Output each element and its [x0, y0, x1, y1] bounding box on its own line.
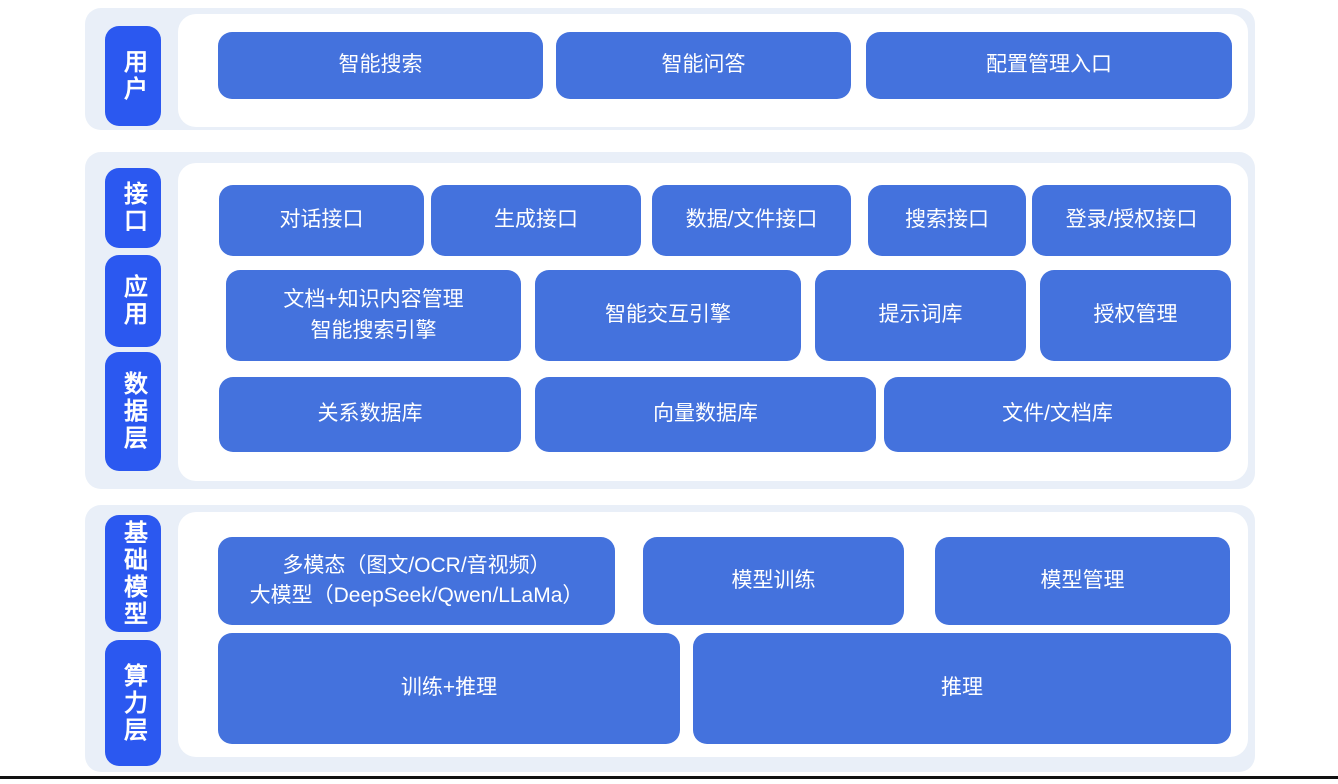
data-row: 关系数据库 向量数据库 文件/文档库 — [219, 377, 1231, 452]
node-data-file-interface: 数据/文件接口 — [652, 185, 851, 256]
section-user-layer: 用户 智能搜索 智能问答 配置管理入口 — [85, 8, 1255, 130]
layer-label-data: 数据层 — [105, 352, 161, 471]
layer-label-base-model: 基础模型 — [105, 515, 161, 632]
middle-layers-panel: 对话接口 生成接口 数据/文件接口 搜索接口 登录/授权接口 文档+知识内容管理… — [178, 163, 1248, 481]
node-doc-knowledge-search-engine: 文档+知识内容管理 智能搜索引擎 — [226, 270, 521, 361]
node-inference: 推理 — [693, 633, 1231, 744]
node-multimodal-large-model: 多模态（图文/OCR/音视频） 大模型（DeepSeek/Qwen/LLaMa） — [218, 537, 615, 625]
node-generation-interface: 生成接口 — [431, 185, 641, 256]
interface-row: 对话接口 生成接口 数据/文件接口 搜索接口 登录/授权接口 — [219, 185, 1231, 256]
node-smart-search: 智能搜索 — [218, 32, 543, 99]
node-prompt-library: 提示词库 — [815, 270, 1026, 361]
section-bottom-layers: 基础模型 算力层 多模态（图文/OCR/音视频） 大模型（DeepSeek/Qw… — [85, 505, 1255, 772]
section-middle-layers: 接口 应用 数据层 对话接口 生成接口 数据/文件接口 搜索接口 登录/授权接口… — [85, 152, 1255, 489]
layer-label-interface: 接口 — [105, 168, 161, 248]
node-vector-database: 向量数据库 — [535, 377, 876, 452]
node-authorization-management: 授权管理 — [1040, 270, 1231, 361]
base-model-row: 多模态（图文/OCR/音视频） 大模型（DeepSeek/Qwen/LLaMa）… — [218, 537, 1230, 625]
node-dialog-interface: 对话接口 — [219, 185, 424, 256]
user-layer-panel: 智能搜索 智能问答 配置管理入口 — [178, 14, 1248, 127]
application-row: 文档+知识内容管理 智能搜索引擎 智能交互引擎 提示词库 授权管理 — [226, 270, 1231, 361]
node-training-plus-inference: 训练+推理 — [218, 633, 680, 744]
node-model-management: 模型管理 — [935, 537, 1230, 625]
node-file-document-library: 文件/文档库 — [884, 377, 1231, 452]
layer-label-compute: 算力层 — [105, 640, 161, 766]
node-login-auth-interface: 登录/授权接口 — [1032, 185, 1231, 256]
node-relational-database: 关系数据库 — [219, 377, 521, 452]
bottom-layers-panel: 多模态（图文/OCR/音视频） 大模型（DeepSeek/Qwen/LLaMa）… — [178, 512, 1248, 757]
layer-label-application: 应用 — [105, 255, 161, 347]
node-model-training: 模型训练 — [643, 537, 904, 625]
node-smart-interaction-engine: 智能交互引擎 — [535, 270, 801, 361]
node-config-management-entry: 配置管理入口 — [866, 32, 1232, 99]
node-search-interface: 搜索接口 — [868, 185, 1026, 256]
layer-label-user: 用户 — [105, 26, 161, 126]
user-layer-row: 智能搜索 智能问答 配置管理入口 — [218, 32, 1232, 99]
compute-row: 训练+推理 推理 — [218, 633, 1231, 744]
node-smart-qa: 智能问答 — [556, 32, 851, 99]
bottom-divider-line — [0, 776, 1338, 779]
